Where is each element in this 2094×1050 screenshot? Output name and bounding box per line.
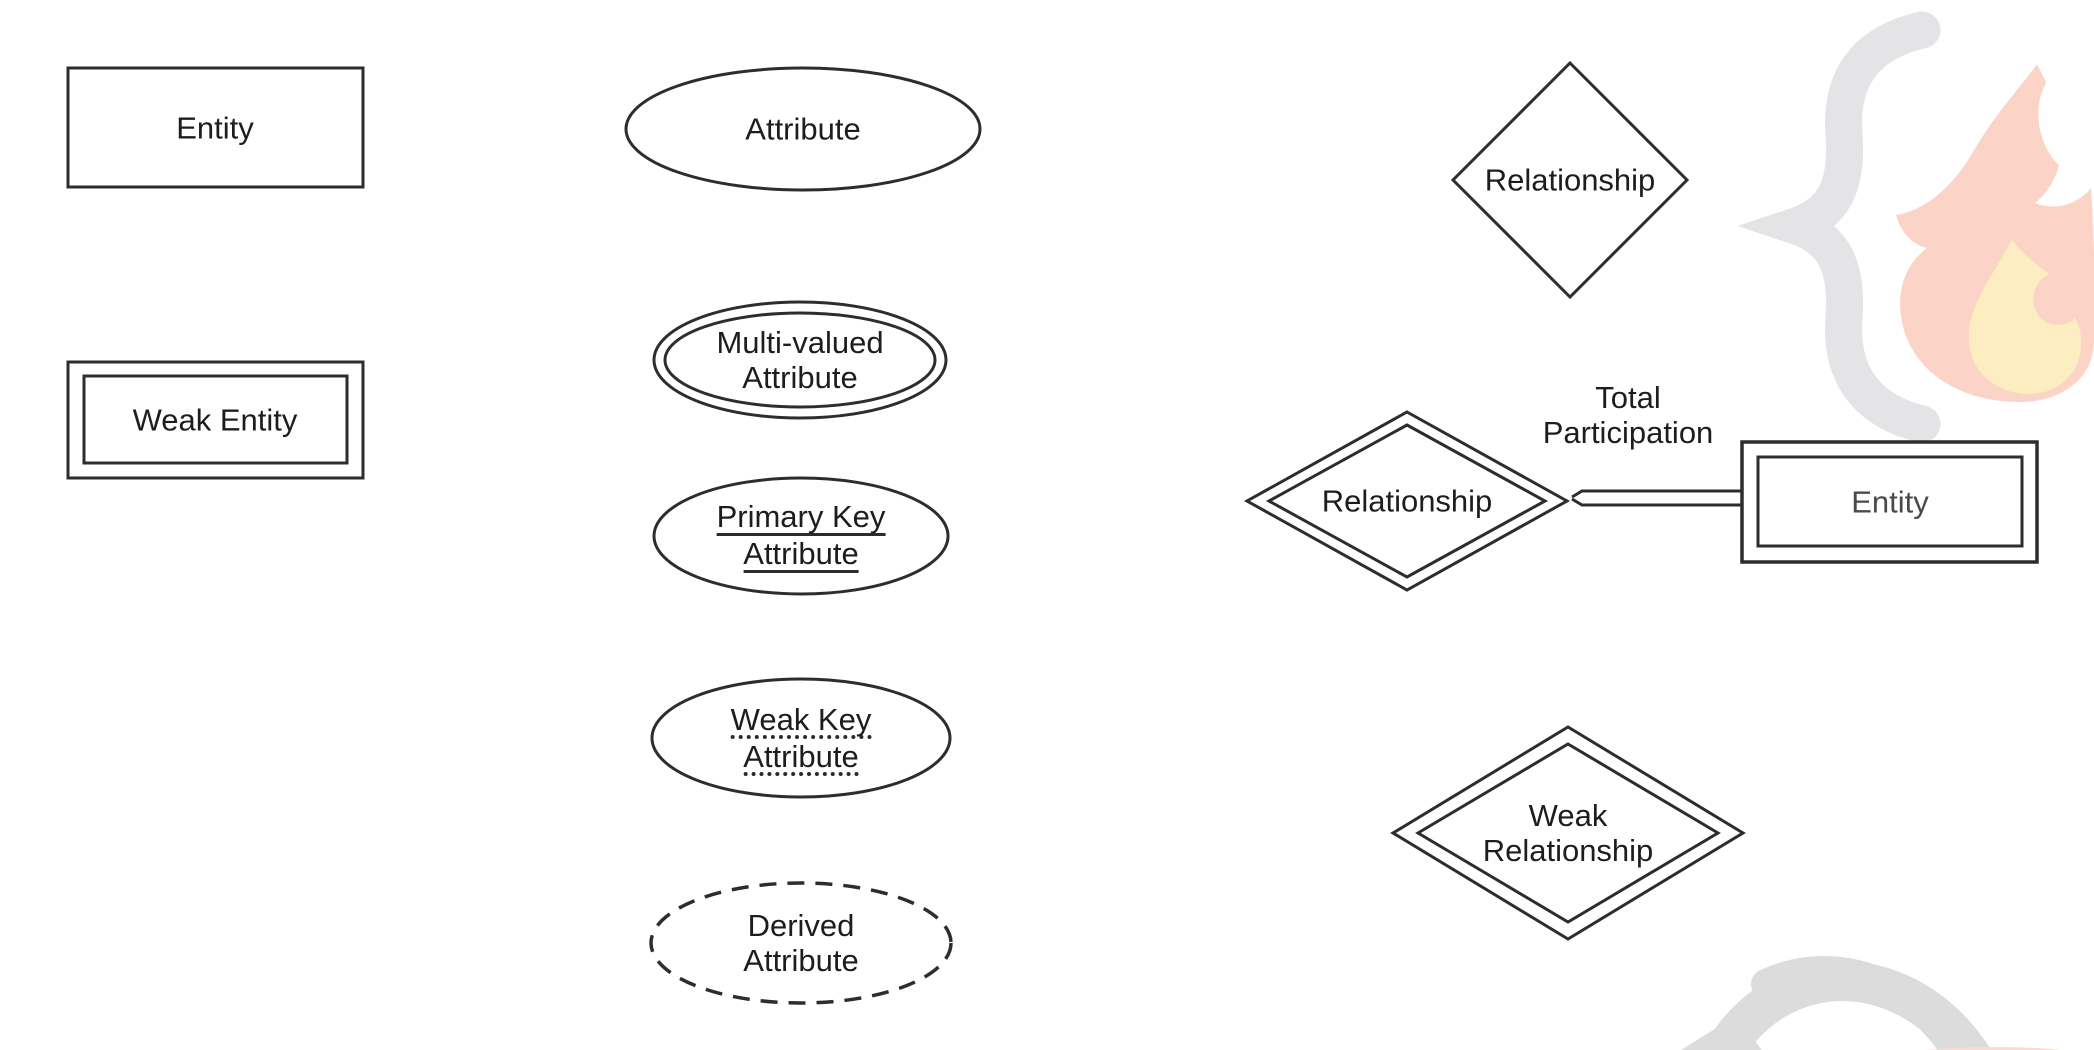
total-relationship-outer-diamond <box>1243 410 1571 592</box>
total-relationship-label: Relationship <box>1321 483 1493 519</box>
weak-relationship-line1: Weak <box>1528 798 1608 833</box>
primary-key-line1: Primary Key <box>716 499 886 536</box>
ring-swoosh-icon <box>1678 956 2063 1050</box>
entity-label: Entity <box>176 110 254 146</box>
total-participation-caption-line2: Participation <box>1542 415 1714 450</box>
total-relationship-inner-diamond <box>1265 423 1549 579</box>
weak-relationship-label: Weak Relationship <box>1483 798 1654 868</box>
derived-line2: Attribute <box>743 943 859 978</box>
curly-brace-icon <box>1737 11 1941 443</box>
weak-entity-outer-rect <box>66 360 365 480</box>
total-participation-caption: Total Participation <box>1543 380 1714 450</box>
weak-relationship-outer-diamond <box>1390 725 1746 941</box>
total-entity-inner-rect <box>1756 455 2024 548</box>
relationship-label: Relationship <box>1484 162 1656 198</box>
derived-attribute-label: Derived Attribute <box>743 908 858 978</box>
weak-key-ellipse <box>650 677 952 799</box>
attribute-ellipse <box>624 66 982 192</box>
arrow-wedge-icon <box>1681 1015 1762 1050</box>
weak-relationship-inner-diamond <box>1415 742 1721 924</box>
attribute-label: Attribute <box>745 111 861 147</box>
weak-entity-inner-rect <box>82 374 349 465</box>
total-participation-caption-line1: Total <box>1595 380 1661 415</box>
derived-line1: Derived <box>747 908 855 943</box>
entity-rect <box>66 66 365 189</box>
primary-key-ellipse <box>652 476 950 596</box>
primary-key-attribute-label: Primary Key Attribute <box>716 499 886 573</box>
weak-key-line2: Attribute <box>743 739 859 776</box>
weak-key-attribute-label: Weak Key Attribute <box>730 702 872 776</box>
relationship-diamond <box>1450 60 1690 300</box>
multi-valued-line1: Multi-valued <box>716 325 884 360</box>
weak-key-line1: Weak Key <box>730 702 872 739</box>
total-participation-line-top <box>1571 489 1742 499</box>
weak-entity-label: Weak Entity <box>132 402 298 438</box>
total-entity-label: Entity <box>1851 484 1929 520</box>
multi-valued-inner-ellipse <box>663 311 937 409</box>
primary-key-line2: Attribute <box>743 536 859 573</box>
multi-valued-attribute-label: Multi-valued Attribute <box>716 325 883 395</box>
multi-valued-line2: Attribute <box>742 360 858 395</box>
weak-relationship-line2: Relationship <box>1482 833 1654 868</box>
total-participation-line-bottom <box>1571 497 1742 507</box>
total-entity-outer-rect <box>1740 440 2039 564</box>
flame-icon <box>1896 60 2094 402</box>
multi-valued-outer-ellipse <box>652 300 948 420</box>
ink-layer <box>66 60 2039 1005</box>
watermark-layer <box>1678 11 2094 1050</box>
derived-attribute-ellipse <box>649 881 953 1005</box>
